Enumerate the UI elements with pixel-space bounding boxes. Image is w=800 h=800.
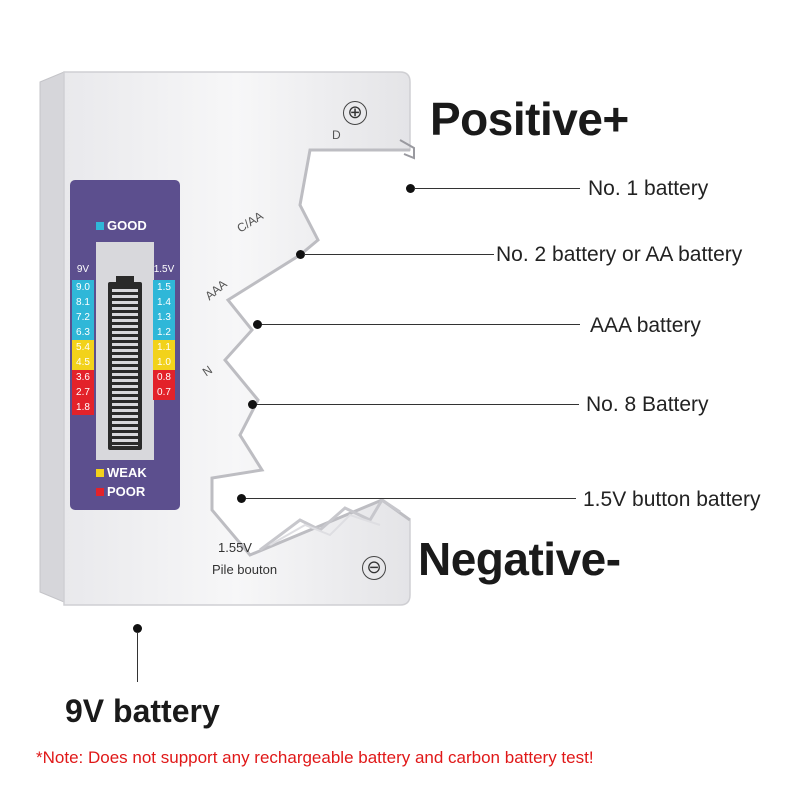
scale-9v-value: 3.6 xyxy=(72,370,94,385)
slot-label-d: D xyxy=(332,128,341,142)
callout-no2-or-aa-battery: No. 2 battery or AA battery xyxy=(496,243,743,266)
callout-line xyxy=(414,188,580,189)
button-cell-label-text: Pile bouton xyxy=(212,562,278,577)
callout-line xyxy=(257,404,579,405)
scale-15v-value: 1.2 xyxy=(153,325,175,340)
callout-dot xyxy=(133,624,142,633)
scale-15v-value: 1.3 xyxy=(153,310,175,325)
button-cell-label-voltage: 1.55V xyxy=(218,540,252,555)
legend-poor: POOR xyxy=(96,484,145,499)
scale-9v-value: 9.0 xyxy=(72,280,94,295)
compatibility-note: *Note: Does not support any rechargeable… xyxy=(36,748,594,767)
scale-9v-value: 6.3 xyxy=(72,325,94,340)
negative-terminal-icon: ⊖ xyxy=(362,556,386,580)
callout-line xyxy=(304,254,494,255)
scale-15v-value: 1.5 xyxy=(153,280,175,295)
callout-line xyxy=(246,498,576,499)
scale-15v-value: 0.8 xyxy=(153,370,175,385)
scale-15v-column: 1.5 1.4 1.3 1.2 1.1 1.0 0.8 0.7 xyxy=(153,280,175,400)
callout-aaa-battery: AAA battery xyxy=(590,314,701,337)
scale-15v-value: 1.0 xyxy=(153,355,175,370)
callout-no1-battery: No. 1 battery xyxy=(588,177,709,200)
callout-button-battery: 1.5V button battery xyxy=(583,488,761,511)
callout-dot xyxy=(253,320,262,329)
scale-9v-value: 7.2 xyxy=(72,310,94,325)
scale-15v-header: 1.5V xyxy=(153,264,175,275)
callout-line-vertical xyxy=(137,632,138,682)
lcd-battery-bars xyxy=(108,276,142,450)
scale-9v-value: 1.8 xyxy=(72,400,94,415)
callout-dot xyxy=(237,494,246,503)
negative-spring-contact xyxy=(259,497,401,552)
callout-dot xyxy=(296,250,305,259)
callout-dot xyxy=(248,400,257,409)
scale-15v-value: 1.4 xyxy=(153,295,175,310)
legend-weak: WEAK xyxy=(96,465,147,480)
negative-heading: Negative- xyxy=(418,533,621,585)
scale-15v-value: 0.7 xyxy=(153,385,175,400)
scale-9v-header: 9V xyxy=(76,264,90,275)
callout-dot xyxy=(406,184,415,193)
scale-9v-column: 9.0 8.1 7.2 6.3 5.4 4.5 3.6 2.7 1.8 xyxy=(72,280,94,415)
legend-good: GOOD xyxy=(96,218,147,233)
positive-heading: Positive+ xyxy=(430,93,629,145)
scale-9v-value: 4.5 xyxy=(72,355,94,370)
callout-no8-battery: No. 8 Battery xyxy=(586,393,709,416)
scale-9v-value: 8.1 xyxy=(72,295,94,310)
positive-terminal-icon: ⊕ xyxy=(343,101,367,125)
scale-9v-value: 5.4 xyxy=(72,340,94,355)
callout-line xyxy=(262,324,580,325)
scale-9v-value: 2.7 xyxy=(72,385,94,400)
scale-15v-value: 1.1 xyxy=(153,340,175,355)
nine-volt-battery-label: 9V battery xyxy=(65,693,220,729)
